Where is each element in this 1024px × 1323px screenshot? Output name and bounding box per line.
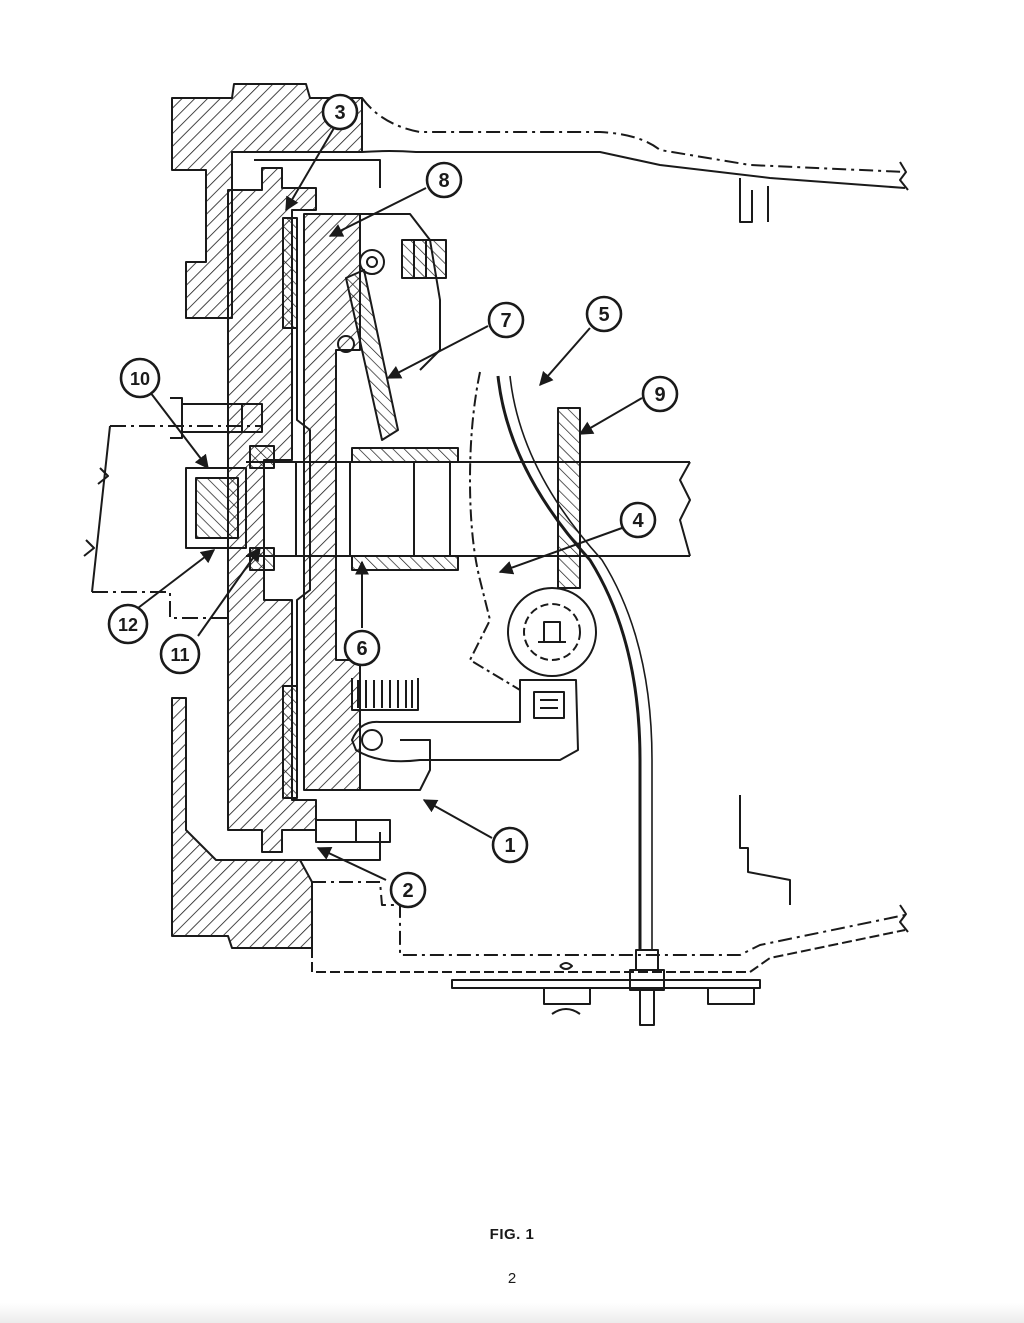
grease-fitting-top xyxy=(538,621,566,643)
callout-12-label: 12 xyxy=(118,615,138,635)
leader-11 xyxy=(197,546,261,637)
transmission-front-plate xyxy=(557,407,581,589)
callout-8: 8 xyxy=(425,161,463,199)
bottom-cover-plate xyxy=(451,979,761,989)
callout-5: 5 xyxy=(585,295,623,333)
lever-pivot-pin xyxy=(359,249,385,275)
upper-break-mark xyxy=(899,161,909,191)
lower-housing-wall xyxy=(311,929,906,973)
lubrication-tube-inner xyxy=(509,375,653,950)
leader-5 xyxy=(539,327,591,387)
leader-12 xyxy=(137,549,216,609)
lower-mounting-bolt xyxy=(315,819,391,843)
callout-1-label: 1 xyxy=(504,835,515,857)
callout-leaders xyxy=(137,127,643,881)
upper-housing-stub xyxy=(739,178,769,223)
callout-2: 2 xyxy=(389,871,427,909)
leader-1 xyxy=(422,799,493,839)
upper-mounting-bolt xyxy=(170,397,263,439)
clutch-cover xyxy=(360,213,441,791)
release-fork xyxy=(351,679,579,763)
leader-3 xyxy=(285,127,335,212)
shaft-spline xyxy=(295,462,451,556)
callout-4-label: 4 xyxy=(632,510,644,532)
leader-10 xyxy=(149,391,209,470)
leader-4 xyxy=(498,527,623,575)
flywheel xyxy=(227,167,317,853)
leader-2 xyxy=(316,847,387,881)
pilot-shaft xyxy=(185,467,247,549)
release-bearing-sleeve-bottom xyxy=(351,555,459,571)
callout-11-label: 11 xyxy=(170,645,189,665)
release-lever xyxy=(345,269,399,441)
page-number: 2 xyxy=(507,1270,517,1287)
pilot-bearing-bore xyxy=(195,477,239,539)
left-break-line xyxy=(83,425,111,593)
lower-housing-stub xyxy=(739,795,791,905)
release-bearing-sleeve-top xyxy=(351,447,459,463)
friction-disc-lower-facing xyxy=(282,685,298,799)
callout-1: 1 xyxy=(491,826,529,864)
friction-disc-upper-facing xyxy=(282,217,298,329)
callout-10: 10 xyxy=(119,357,161,399)
cover-bolt-right xyxy=(707,987,755,1005)
pilot-bearing-bottom xyxy=(249,547,275,571)
adjusting-screw xyxy=(401,239,447,279)
callout-6: 6 xyxy=(343,629,381,667)
release-bearing-inner-ring xyxy=(523,603,581,661)
upper-housing-outline xyxy=(361,97,906,173)
callout-9: 9 xyxy=(641,375,679,413)
callout-12: 12 xyxy=(107,603,149,645)
callout-5-label: 5 xyxy=(598,304,609,326)
release-bearing-housing xyxy=(507,587,597,677)
page-bottom-edge xyxy=(0,1303,1024,1323)
return-spring xyxy=(351,678,419,711)
callout-3-label: 3 xyxy=(334,102,345,124)
bellhousing-inner-contour xyxy=(469,371,521,700)
lower-break-mark xyxy=(899,904,909,933)
leader-7 xyxy=(386,325,489,379)
callout-4: 4 xyxy=(619,501,657,539)
callout-7-label: 7 xyxy=(500,310,511,332)
callouts: 1 2 3 4 5 6 7 8 9 10 11 12 xyxy=(107,93,679,909)
lever-spring-coil xyxy=(337,335,355,353)
leader-9 xyxy=(578,397,643,435)
callout-7: 7 xyxy=(487,301,525,339)
cover-bolt-left xyxy=(543,987,591,1005)
drawing-linework xyxy=(83,83,909,1026)
release-bearing-nipple xyxy=(533,691,565,719)
callout-8-label: 8 xyxy=(438,170,449,192)
shaft-centerline-ext xyxy=(92,425,262,619)
callout-10-label: 10 xyxy=(130,369,150,389)
upper-housing-wall xyxy=(361,150,906,189)
cotter-pin xyxy=(551,962,581,1015)
input-shaft xyxy=(246,461,691,557)
lever-pivot-pin-inner xyxy=(366,256,378,268)
tube-fitting xyxy=(629,949,665,1026)
pilot-bearing-top xyxy=(249,445,275,469)
callout-9-label: 9 xyxy=(654,384,665,406)
callout-11: 11 xyxy=(159,633,201,675)
fork-pivot-hole xyxy=(361,729,383,751)
figure-caption: FIG. 1 xyxy=(489,1226,535,1243)
upper-housing-flange xyxy=(171,83,363,319)
callout-3: 3 xyxy=(321,93,359,131)
callout-2-label: 2 xyxy=(402,880,413,902)
callout-6-label: 6 xyxy=(356,638,367,660)
lubrication-tube xyxy=(496,375,642,950)
lower-housing-outline xyxy=(312,881,906,956)
leader-8 xyxy=(328,187,427,237)
